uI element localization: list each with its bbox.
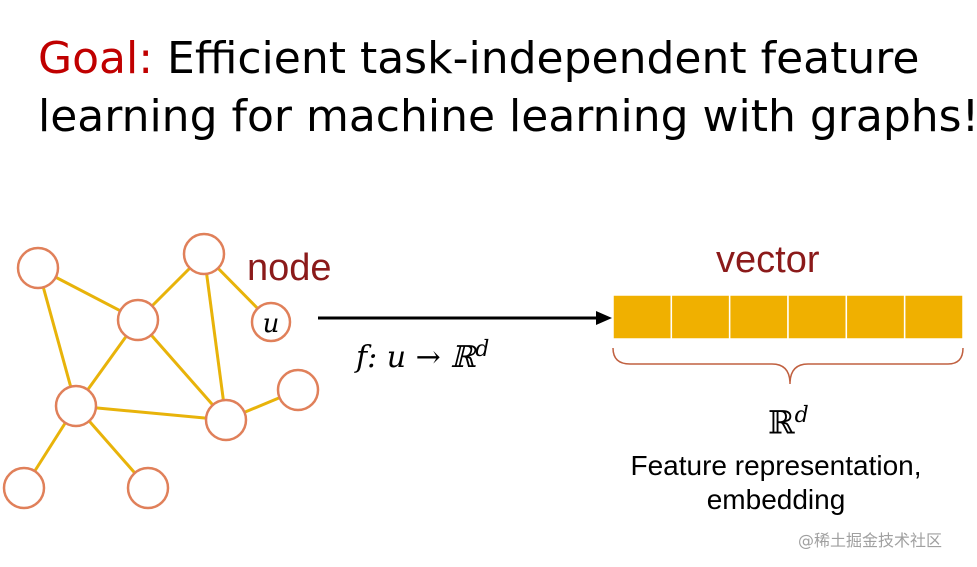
goal-label: Goal: xyxy=(38,33,154,84)
function-label: f: u → ℝd xyxy=(356,337,490,375)
space-label: ℝd xyxy=(768,403,809,442)
vector-cell xyxy=(903,294,964,340)
vector-cell xyxy=(670,294,731,340)
vector-cell xyxy=(845,294,906,340)
graph-node xyxy=(276,368,320,412)
graph-node xyxy=(126,466,170,510)
title-line2: learning for machine learning with graph… xyxy=(38,91,977,142)
vector-cell xyxy=(787,294,848,340)
vector-label: vector xyxy=(716,239,820,281)
graph-node xyxy=(116,298,160,342)
watermark: @稀土掘金技术社区 xyxy=(798,531,943,550)
arrowhead-icon xyxy=(596,311,612,325)
feature-caption-line1: Feature representation, xyxy=(630,450,922,481)
mapping-arrow xyxy=(318,311,612,325)
graph-nodes xyxy=(2,232,320,510)
vector-cell xyxy=(612,294,673,340)
graph-node xyxy=(204,398,248,442)
edge xyxy=(202,253,228,421)
feature-caption-line2: embedding xyxy=(706,484,846,515)
graph-node xyxy=(182,232,226,276)
feature-caption: Feature representation, embedding xyxy=(580,449,972,517)
curly-brace-icon xyxy=(612,347,964,385)
node-u-symbol: u xyxy=(263,309,280,339)
title-line1: Efficient task-independent feature xyxy=(153,33,920,84)
graph-node-u xyxy=(250,301,292,343)
node-label: node xyxy=(247,247,332,289)
graph-node xyxy=(54,384,98,428)
edge xyxy=(36,267,78,407)
slide-title: Goal: Efficient task-independent feature… xyxy=(38,30,977,146)
embedding-vector xyxy=(612,294,964,340)
edge xyxy=(136,319,228,421)
edge xyxy=(75,404,227,422)
graph-node xyxy=(2,466,46,510)
vector-cell xyxy=(728,294,789,340)
graph-node xyxy=(16,246,60,290)
